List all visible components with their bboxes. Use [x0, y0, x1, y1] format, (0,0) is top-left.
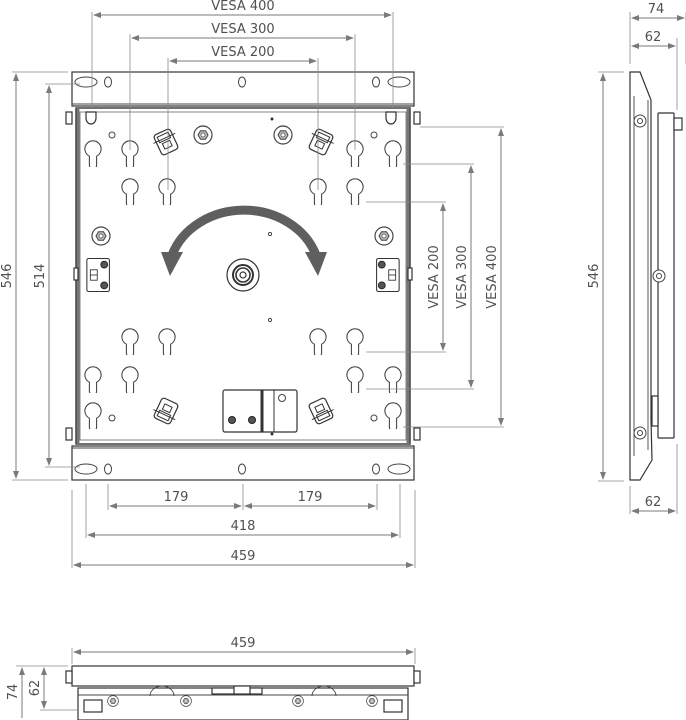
nut-icon [273, 125, 293, 145]
side-clip [86, 257, 110, 293]
label-bottom-459: 459 [231, 636, 256, 651]
side-dimensions [598, 12, 686, 514]
nut-icon [374, 226, 394, 246]
label-bottom-62: 62 [28, 680, 43, 697]
label-vesa-300-top: VESA 300 [211, 22, 274, 37]
label-vesa-200-right: VESA 200 [427, 245, 442, 308]
label-418: 418 [231, 519, 256, 534]
label-bottom-74: 74 [6, 684, 21, 701]
label-vesa-300-right: VESA 300 [455, 245, 470, 308]
label-459: 459 [231, 549, 256, 564]
label-vesa-400-top: VESA 400 [211, 0, 274, 14]
bottom-view-dimensions [16, 648, 416, 718]
bottom-view [65, 665, 421, 720]
label-179-right: 179 [298, 490, 323, 505]
side-view [629, 71, 683, 481]
nut-icon [193, 125, 213, 145]
nut-icon [91, 226, 111, 246]
label-side-546: 546 [587, 264, 602, 289]
center-bracket [222, 389, 298, 433]
bottom-dimensions [71, 484, 416, 568]
label-side-62-top: 62 [645, 30, 662, 45]
top-dimensions [91, 12, 394, 190]
label-side-62-bottom: 62 [645, 495, 662, 510]
label-height-514: 514 [33, 264, 48, 289]
label-179-left: 179 [164, 490, 189, 505]
pivot-center [226, 258, 260, 292]
front-view [65, 71, 421, 481]
label-height-546: 546 [0, 264, 15, 289]
right-dimensions [366, 126, 504, 428]
label-vesa-400-right: VESA 400 [485, 245, 500, 308]
bottom-rail [71, 445, 415, 481]
label-side-74: 74 [648, 2, 665, 17]
label-vesa-200-top: VESA 200 [211, 45, 274, 60]
left-dimensions [12, 71, 80, 481]
rotate-arrow-icon [161, 205, 327, 276]
